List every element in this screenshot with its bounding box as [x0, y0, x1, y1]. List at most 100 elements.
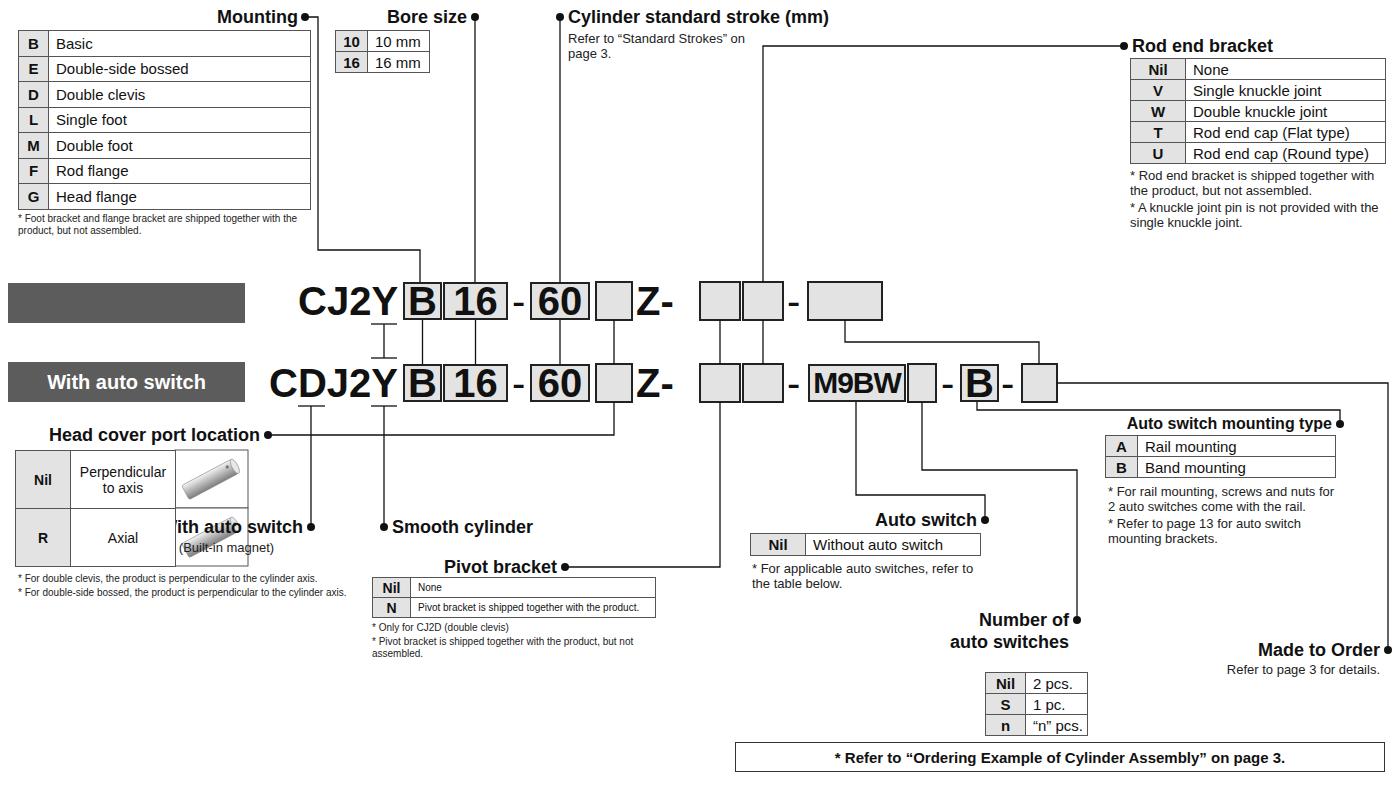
blank-box — [700, 364, 740, 402]
heading: Cylinder standard stroke (mm) — [568, 6, 829, 28]
table-cell: 2 pcs. — [1025, 672, 1088, 694]
table-cell: Without auto switch — [805, 533, 981, 556]
table-cell: D — [18, 81, 49, 108]
leader-dot — [981, 516, 989, 524]
cell-text: 16 mm — [375, 54, 421, 71]
note-text: * A knuckle joint pin is not provided wi… — [1130, 200, 1388, 230]
cylinder-body — [182, 459, 239, 499]
code-box: 60 — [530, 282, 590, 320]
cell-text: U — [1153, 145, 1164, 162]
table-cell: T — [1130, 121, 1186, 143]
cell-text: Without auto switch — [813, 536, 943, 553]
note-text: * For double-side bossed, the product is… — [18, 587, 363, 599]
cell-text: S — [1000, 696, 1010, 713]
cell-text: Nil — [768, 536, 787, 553]
separator: - — [787, 363, 800, 403]
table-cell: “n” pcs. — [1025, 714, 1088, 736]
code-box: B — [403, 282, 442, 320]
table-cell: Pivot bracket is shipped together with t… — [410, 597, 656, 618]
table-cell: Nil — [750, 533, 806, 556]
leader-line — [474, 17, 475, 282]
table-cell: B — [18, 30, 49, 57]
leader-line — [763, 46, 1124, 282]
heading: Auto switch — [830, 509, 977, 531]
table-cell: Perpendicular to axis — [70, 450, 176, 509]
leader-line — [310, 406, 311, 527]
cell-text: E — [28, 60, 38, 77]
code-box: B — [403, 364, 442, 402]
blank-box — [700, 282, 740, 320]
table-cell: Rail mounting — [1137, 435, 1336, 457]
separator: - — [941, 363, 954, 403]
connector-line — [559, 320, 560, 364]
cell-text: None — [1193, 61, 1229, 78]
leader-dot — [307, 523, 315, 531]
leader-dot — [556, 13, 564, 21]
leader-dot — [1120, 42, 1128, 50]
heading: Made to Order — [1210, 639, 1380, 661]
heading: Rod end bracket — [1132, 35, 1273, 57]
table-cell: Band mounting — [1137, 456, 1336, 478]
cell-text: T — [1153, 124, 1162, 141]
cell-text: Rail mounting — [1145, 438, 1237, 455]
separator: - — [1001, 363, 1014, 403]
variant-band: With auto switch — [8, 362, 245, 402]
image-cell — [175, 450, 248, 508]
note-text: * For applicable auto switches, refer to… — [752, 561, 980, 591]
leader-line — [559, 17, 560, 282]
cell-text: Nil — [383, 580, 401, 596]
heading: Pivot bracket — [420, 556, 557, 578]
connector-line — [719, 320, 720, 364]
table-cell: Double foot — [48, 132, 311, 159]
table-cell: 16 — [335, 51, 368, 73]
table-cell: Rod end cap (Flat type) — [1185, 121, 1386, 143]
note-text: * Refer to page 13 for auto switch mount… — [1108, 516, 1340, 546]
cell-text: F — [29, 162, 38, 179]
cylinder-image — [182, 458, 242, 500]
blank-box — [908, 364, 936, 402]
table-cell: Rod flange — [48, 158, 311, 185]
dark-band — [8, 283, 245, 323]
node-text: M9BW — [813, 368, 901, 398]
code-box: B — [960, 364, 999, 402]
node-text: * Refer to “Ordering Example of Cylinder… — [835, 749, 1285, 766]
table-cell: S — [985, 693, 1026, 715]
cell-text: Band mounting — [1145, 459, 1246, 476]
cell-text: B — [28, 35, 39, 52]
table-cell: F — [18, 158, 49, 185]
leader-dot — [471, 13, 479, 21]
table-cell: Single foot — [48, 107, 311, 134]
cell-text: Double knuckle joint — [1193, 103, 1327, 120]
code-text: Z- — [636, 281, 674, 321]
leader-dot — [1336, 420, 1344, 428]
table-cell: Nil — [372, 577, 411, 598]
table-cell: M — [18, 132, 49, 159]
note-text: Refer to page 3 for details. — [1150, 662, 1380, 677]
cell-text: 16 — [343, 54, 360, 71]
cell-text: B — [1116, 459, 1127, 476]
table-cell: Basic — [48, 30, 311, 57]
blank-box — [596, 282, 632, 320]
cell-text: Double foot — [56, 137, 133, 154]
table-cell: N — [372, 597, 411, 618]
cell-text: L — [29, 111, 38, 128]
table-cell: Double knuckle joint — [1185, 100, 1386, 122]
cell-text: n — [1001, 717, 1010, 734]
code-box: M9BW — [808, 364, 906, 402]
table-cell: 16 mm — [367, 51, 430, 73]
separator: - — [512, 281, 525, 321]
note-text: * Foot bracket and flange bracket are sh… — [18, 213, 318, 237]
separator: - — [787, 281, 800, 321]
node-text: 60 — [538, 363, 583, 403]
note-text: * Rod end bracket is shipped together wi… — [1130, 168, 1388, 198]
note-text: * Only for CJ2D (double clevis) — [372, 622, 672, 634]
table-cell: Nil — [15, 450, 71, 509]
cell-text: M — [27, 137, 40, 154]
table-cell: Double clevis — [48, 81, 311, 108]
cell-text: Axial — [108, 530, 138, 546]
table-cell: L — [18, 107, 49, 134]
cell-text: Rod flange — [56, 162, 129, 179]
note-box: * Refer to “Ordering Example of Cylinder… — [735, 742, 1385, 772]
node-text: 16 — [453, 363, 498, 403]
cell-text: Basic — [56, 35, 93, 52]
